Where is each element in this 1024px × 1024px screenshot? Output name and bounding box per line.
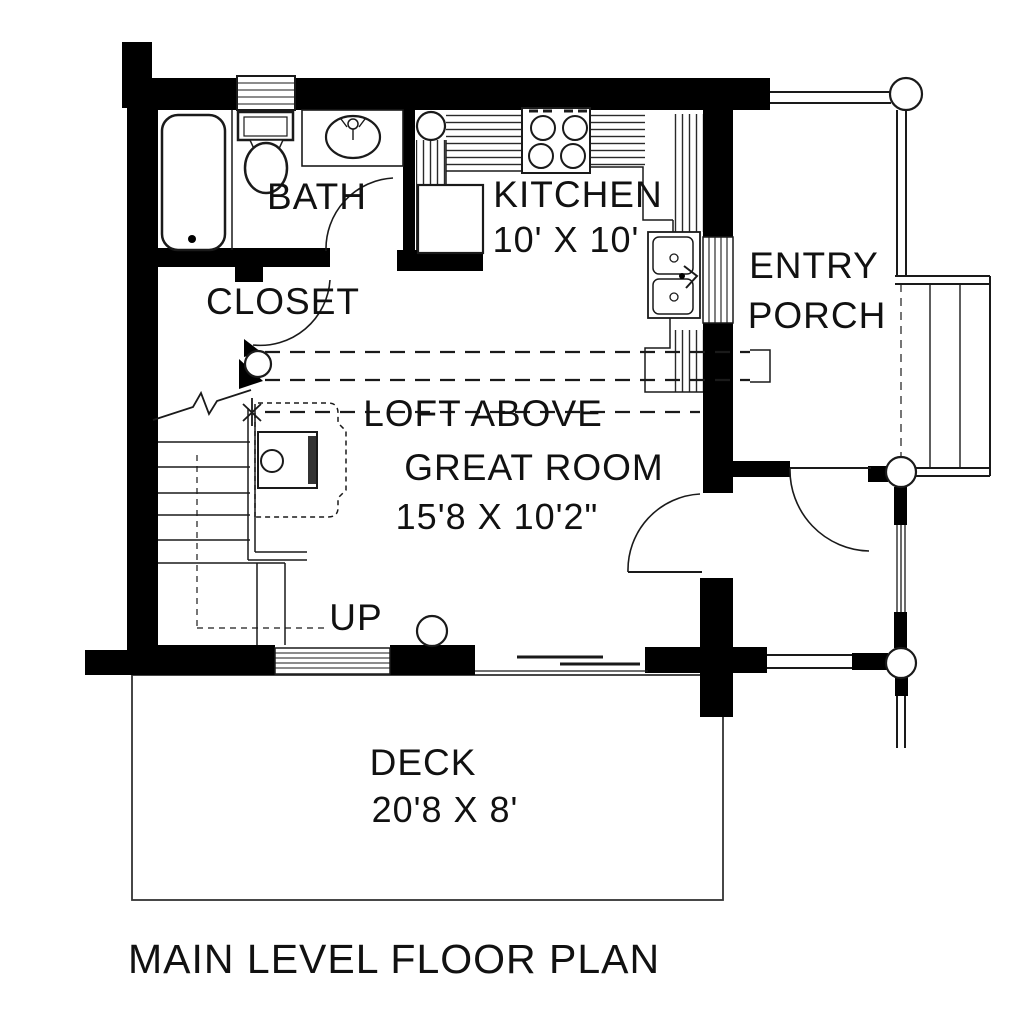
bathtub (160, 110, 233, 252)
deck-outline (131, 674, 724, 901)
label-deck: DECK (370, 742, 477, 783)
kitchen-counter (416, 111, 703, 393)
refrigerator (416, 183, 485, 255)
drawing-title: MAIN LEVEL FLOOR PLAN (128, 936, 660, 982)
windows (236, 75, 906, 675)
label-up: UP (329, 597, 382, 638)
door-swings (252, 177, 871, 573)
sliding-door (475, 655, 648, 672)
wood-stove (254, 402, 347, 518)
label-kitchen: KITCHEN (493, 174, 662, 215)
label-porch: PORCH (748, 295, 887, 336)
loft-outline (265, 349, 771, 414)
label-great-room-dimensions: 15'8 X 10'2" (396, 496, 599, 537)
toilet (236, 110, 295, 195)
label-closet: CLOSET (206, 281, 360, 322)
stove (521, 107, 591, 174)
label-great-room: GREAT ROOM (404, 447, 663, 488)
vanity-sink (301, 109, 404, 167)
walls (85, 42, 908, 717)
labels: BATH KITCHEN 10' X 10' CLOSET ENTRY PORC… (128, 174, 887, 982)
label-kitchen-dimensions: 10' X 10' (493, 219, 640, 260)
kitchen-sink (647, 231, 701, 319)
label-bath: BATH (267, 176, 367, 217)
stairs (152, 339, 325, 645)
label-deck-dimensions: 20'8 X 8' (372, 789, 519, 830)
label-loft-above: LOFT ABOVE (363, 393, 603, 434)
posts (243, 76, 924, 680)
label-entry: ENTRY (749, 245, 879, 286)
porch-railings (767, 91, 991, 748)
